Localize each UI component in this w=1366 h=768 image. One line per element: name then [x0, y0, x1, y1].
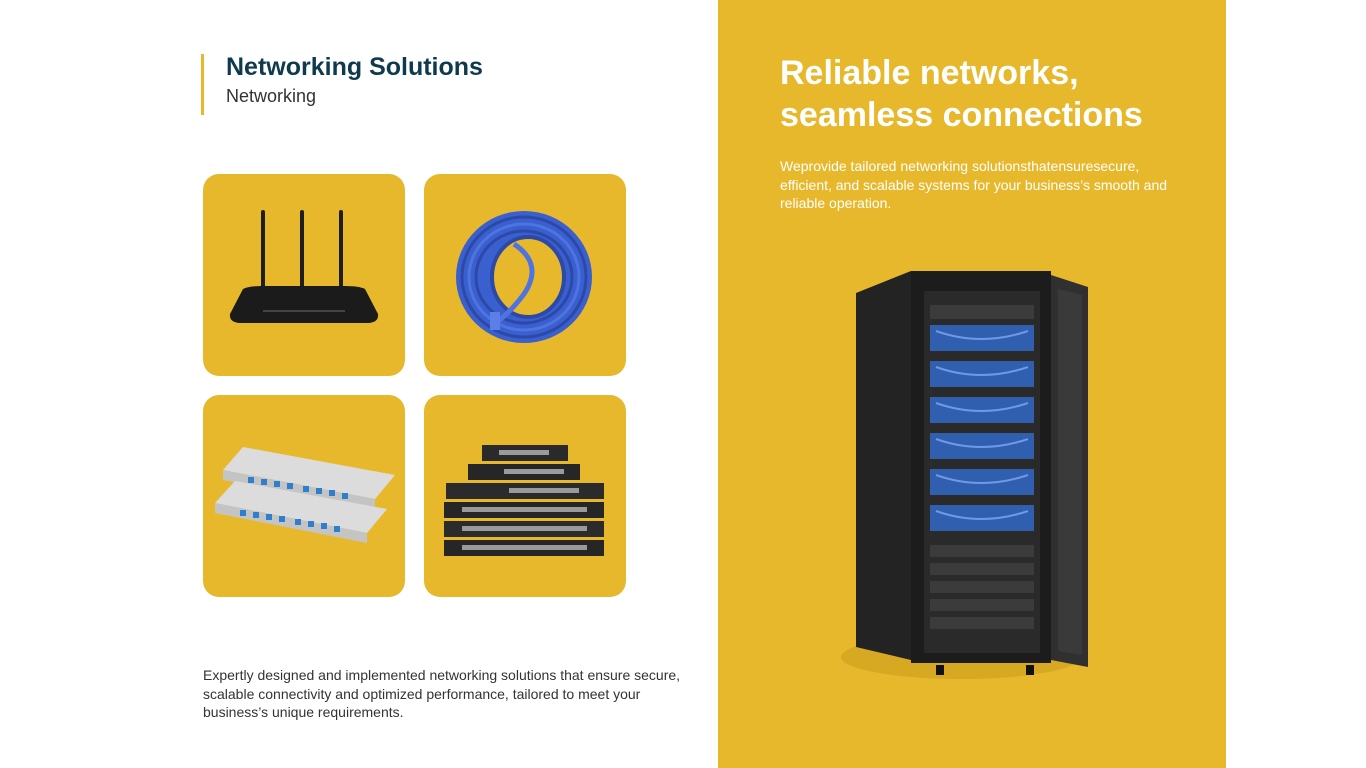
- feature-panel: Reliable networks, seamless connections …: [718, 0, 1226, 768]
- product-tile-cable: [424, 174, 626, 376]
- product-tile-switches: [424, 395, 626, 597]
- page-subtitle: Networking: [226, 86, 317, 106]
- feature-description: Weprovide tailored networking solutionst…: [780, 158, 1168, 211]
- ethernet-cable-icon: [456, 211, 592, 343]
- server-rack-image: [836, 265, 1096, 695]
- wifi-router-icon: [229, 210, 379, 323]
- intro-text: Expertly designed and implemented networ…: [203, 667, 681, 720]
- server-rack-icon: [841, 271, 1088, 679]
- page-title: Networking Solutions: [226, 53, 483, 81]
- network-switch-stack-icon: [444, 445, 604, 556]
- product-tile-router: [203, 174, 405, 376]
- section-header: Networking Solutions Networking: [201, 54, 483, 115]
- product-tile-patch-panel: [203, 395, 405, 597]
- fiber-patch-panel-icon: [215, 447, 395, 543]
- feature-headline: Reliable networks, seamless connections: [780, 54, 1143, 134]
